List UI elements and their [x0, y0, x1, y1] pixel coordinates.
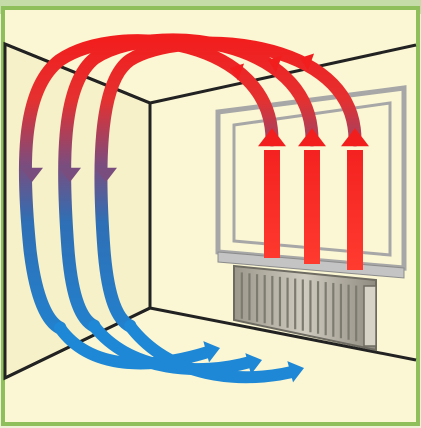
radiator-valve — [364, 286, 376, 346]
warm-air-rising-arrow — [304, 150, 320, 264]
warm-air-rising-arrow — [264, 150, 280, 258]
warm-air-rising-arrow — [347, 150, 363, 270]
